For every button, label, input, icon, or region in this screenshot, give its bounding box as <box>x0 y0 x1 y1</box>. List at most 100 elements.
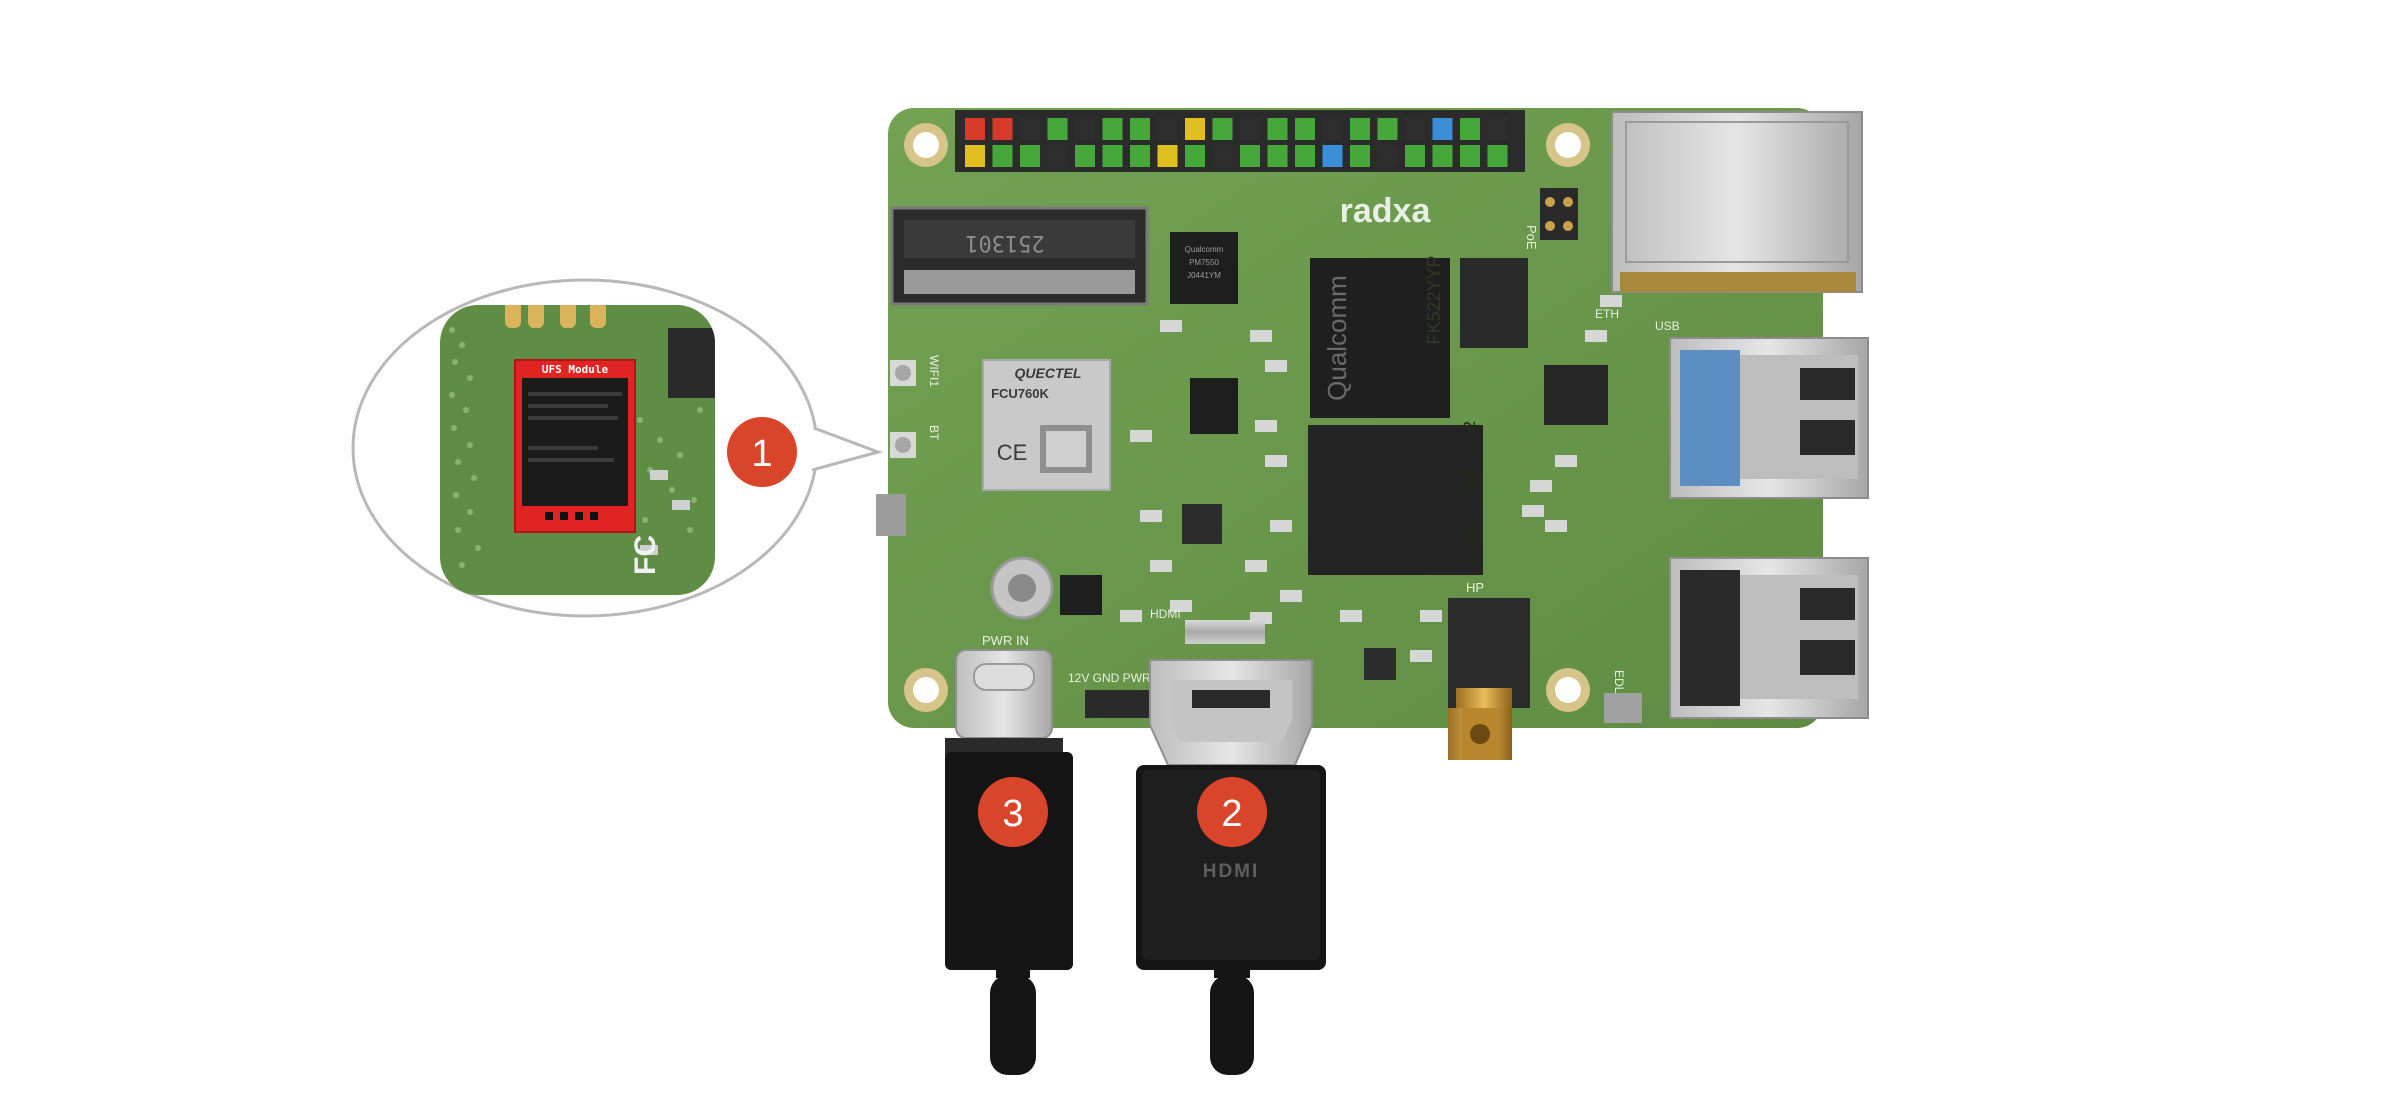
marker-2: 2 <box>1221 793 1242 835</box>
passive-component <box>1600 295 1622 307</box>
passive-component <box>1255 420 1277 432</box>
passive-component <box>1250 330 1272 342</box>
passive-component <box>1420 610 1442 622</box>
ufs-module-label: UFS Module <box>542 363 609 376</box>
gpio-pin <box>1295 145 1315 167</box>
gpio-pin <box>1020 118 1040 140</box>
inset-zoom: FC UFS Module <box>351 278 883 618</box>
soc-marking: FK522YYP <box>1424 255 1444 344</box>
board-model: Dragon Q6A V1.2 <box>1460 421 1479 566</box>
gpio-pin <box>1102 145 1123 167</box>
wifi-module-model: FCU760K <box>991 386 1049 401</box>
gpio-pin <box>965 118 985 140</box>
gpio-pin <box>1267 145 1288 167</box>
poe-header: PoE <box>1524 188 1578 250</box>
passive-component <box>1245 560 1267 572</box>
hdmi-cable-label: HDMI <box>1203 861 1260 882</box>
soc-brand: Qualcomm <box>1322 275 1352 401</box>
gpio-pin <box>1240 145 1260 167</box>
gpio-pin <box>1322 118 1343 140</box>
marker-1: 1 <box>751 433 772 475</box>
ethernet-port-icon: ETH <box>1595 111 1863 321</box>
silk-usb: USB <box>1655 319 1680 333</box>
inset-pointer <box>811 426 883 472</box>
passive-component <box>1270 520 1292 532</box>
gpio-pin <box>1377 145 1398 167</box>
gpio-pin <box>1487 118 1508 140</box>
gpio-pin <box>1102 118 1123 140</box>
brand-logo: radxa <box>1340 192 1432 230</box>
passive-component <box>1130 430 1152 442</box>
usb-a-port-icon <box>1669 557 1869 719</box>
gpio-pin <box>1020 145 1040 167</box>
gpio-pin <box>965 145 985 167</box>
passive-component <box>1140 510 1162 522</box>
gpio-pin <box>1047 145 1068 167</box>
gpio-pin <box>1075 145 1095 167</box>
gpio-pin <box>1240 118 1260 140</box>
gpio-pin <box>1350 145 1370 167</box>
passive-component <box>1280 590 1302 602</box>
passive-component <box>1150 560 1172 572</box>
passive-component <box>1340 610 1362 622</box>
gpio-pin <box>1267 118 1288 140</box>
gpio-pin <box>1130 118 1150 140</box>
m2-marking: 251301 <box>965 230 1044 255</box>
gpio-pin <box>1157 145 1178 167</box>
passive-component <box>1555 455 1577 467</box>
passive-component <box>1585 330 1607 342</box>
passive-component <box>1530 480 1552 492</box>
gpio-pin <box>1075 118 1095 140</box>
gpio-pin <box>1047 118 1068 140</box>
silk-hp: HP <box>1466 580 1484 595</box>
gpio-pin <box>1185 118 1205 140</box>
ram-chip <box>1308 425 1483 575</box>
wifi-module-ce: CE <box>997 440 1028 465</box>
passive-component <box>1170 600 1192 612</box>
usb-a-port-icon <box>1669 337 1869 499</box>
gpio-pin <box>1322 145 1343 167</box>
passive-component <box>1160 320 1182 332</box>
gpio-pin <box>1212 145 1233 167</box>
gpio-header-icon <box>955 110 1525 172</box>
silk-wifi1: WIFI1 <box>927 355 941 387</box>
silk-power-pins: 12V GND PWR <box>1068 671 1151 685</box>
gpio-pin <box>1432 145 1453 167</box>
silk-edl: EDL <box>1612 670 1626 694</box>
wifi-module: QUECTEL FCU760K CE <box>982 359 1111 491</box>
passive-component <box>1522 505 1544 517</box>
wifi-module-brand: QUECTEL <box>1015 365 1082 381</box>
gpio-pin <box>1350 118 1370 140</box>
gpio-pin <box>1460 145 1480 167</box>
passive-component <box>1410 650 1432 662</box>
gpio-pin <box>1295 118 1315 140</box>
silk-eth: ETH <box>1595 307 1619 321</box>
passive-component <box>1265 455 1287 467</box>
gpio-pin <box>1212 118 1233 140</box>
gpio-pin <box>992 118 1013 140</box>
silk-hdmi: HDMI <box>1150 607 1181 621</box>
antenna-connectors: WIFI1 BT <box>890 355 941 458</box>
mounting-holes <box>904 123 1590 712</box>
fcc-mark: FC <box>629 535 662 575</box>
hdmi-cable: HDMI <box>1136 659 1326 1075</box>
wifi-chip: Qualcomm PM7550 J0441YM <box>1170 232 1238 304</box>
passive-component <box>1265 360 1287 372</box>
silk-poe: PoE <box>1524 225 1539 250</box>
passive-component <box>1545 520 1567 532</box>
gpio-pin <box>992 145 1013 167</box>
soc-chip: Qualcomm <box>1310 258 1450 418</box>
svg-text:PM7550: PM7550 <box>1189 258 1219 267</box>
audio-jack-icon: HP <box>1448 580 1530 760</box>
gpio-pin <box>1185 145 1205 167</box>
svg-text:J0441YM: J0441YM <box>1187 271 1221 280</box>
gpio-pin <box>1405 118 1425 140</box>
marker-3: 3 <box>1002 793 1023 835</box>
callout-marker-icon: 2 <box>1197 777 1267 847</box>
gpio-pin <box>1130 145 1150 167</box>
ufs-module-icon: UFS Module <box>514 359 636 533</box>
silk-pwr-in: PWR IN <box>982 633 1029 648</box>
svg-text:Qualcomm: Qualcomm <box>1185 245 1224 254</box>
silk-bt: BT <box>927 425 941 441</box>
